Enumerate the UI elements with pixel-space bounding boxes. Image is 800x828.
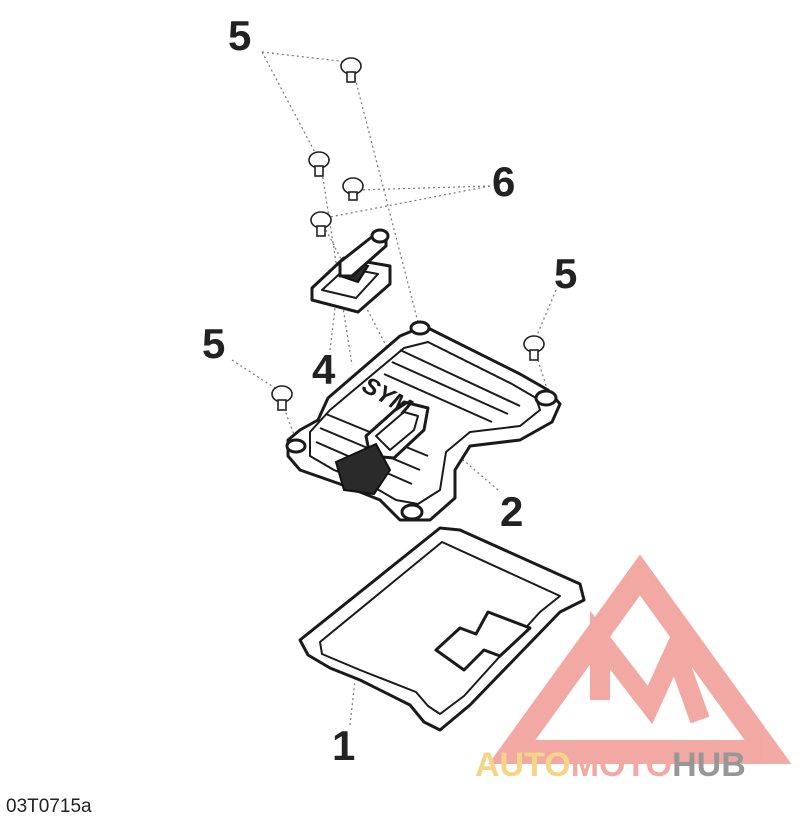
watermark-inner-mark	[590, 610, 710, 725]
bolt-right	[523, 335, 545, 361]
callout-2: 2	[500, 488, 523, 535]
bolt-top	[340, 57, 362, 83]
drawing-code: 03T0715a	[6, 796, 92, 817]
callout-1: 1	[332, 722, 355, 769]
watermark-moto: MOTO	[571, 746, 672, 784]
bolt-upper-middle	[342, 177, 364, 201]
callout-6: 6	[492, 158, 515, 205]
bolt-upper-left	[308, 151, 330, 177]
watermark-auto: AUTO	[475, 746, 571, 784]
leader-lines	[231, 51, 557, 726]
bolt-seal	[310, 211, 332, 237]
breather-seal	[310, 228, 392, 314]
bolt-left	[271, 385, 293, 411]
watermark-triangle	[488, 554, 792, 764]
gasket	[298, 526, 586, 732]
watermark-text: AUTOMOTOHUB	[475, 746, 746, 784]
watermark-logo: AUTOMOTOHUB	[475, 554, 792, 784]
callout-4: 4	[312, 346, 336, 393]
callout-5-top: 5	[228, 12, 251, 59]
callout-5-right: 5	[554, 250, 577, 297]
callout-5-left: 5	[202, 320, 225, 367]
valve-cover: SYM	[285, 320, 562, 522]
watermark-hub: HUB	[672, 746, 746, 784]
